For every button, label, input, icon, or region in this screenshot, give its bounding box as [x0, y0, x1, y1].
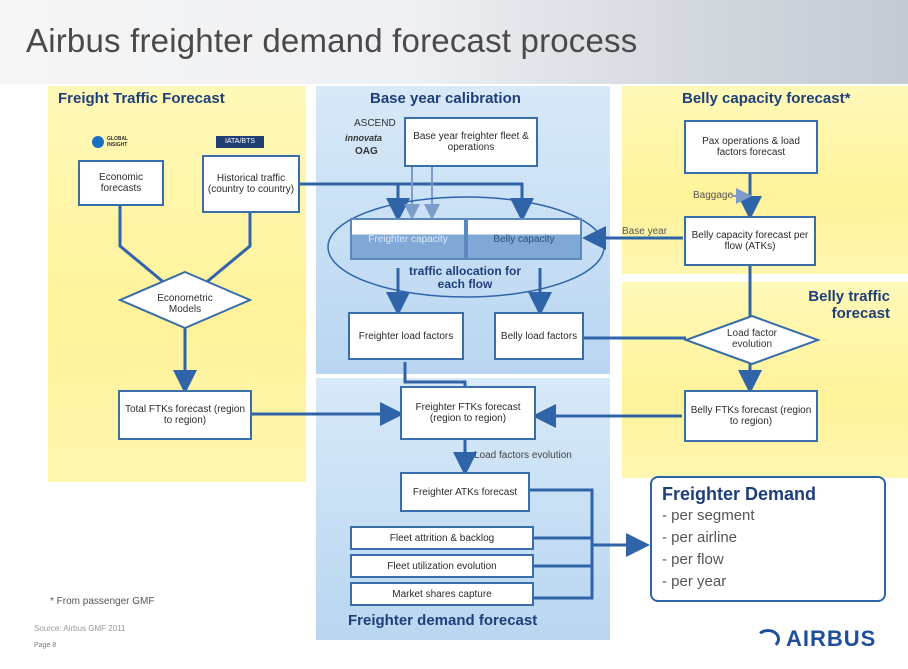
page-number: Page 8: [34, 642, 57, 649]
source-note: Source: Airbus GMF 2011: [34, 624, 126, 633]
airbus-swirl-icon: [756, 629, 780, 649]
global-insight-logo: GLOBAL INSIGHT: [92, 135, 154, 149]
econometric-diamond: [117, 270, 253, 330]
allocation-ellipse: [327, 196, 605, 298]
demand-item: - per year: [662, 573, 727, 590]
market-shares-box: Market shares capture: [350, 582, 534, 606]
belly-traffic-header: Belly traffic forecast: [808, 288, 890, 322]
belly-capacity-flow-box: Belly capacity forecast per flow (ATKs): [684, 216, 816, 266]
bracket-connector: [530, 488, 594, 600]
global-insight-text: GLOBAL INSIGHT: [107, 136, 129, 148]
freighter-demand-forecast-header: Freighter demand forecast: [348, 612, 538, 629]
base-year-header: Base year calibration: [370, 90, 521, 107]
freight-traffic-header: Freight Traffic Forecast: [58, 90, 225, 107]
fleet-utilization-box: Fleet utilization evolution: [350, 554, 534, 578]
freighter-demand-list: - per segment - per airline - per flow -…: [662, 505, 874, 593]
page-title: Airbus freighter demand forecast process: [26, 22, 638, 59]
belly-ftks-box: Belly FTKs forecast (region to region): [684, 390, 818, 442]
total-ftks-box: Total FTKs forecast (region to region): [118, 390, 252, 440]
demand-item: - per airline: [662, 529, 738, 546]
fleet-attrition-box: Fleet attrition & backlog: [350, 526, 534, 550]
footnote: * From passenger GMF: [50, 596, 155, 607]
demand-item: - per segment: [662, 507, 755, 524]
freighter-demand-title: Freighter Demand: [662, 484, 817, 504]
freighter-load-factors-box: Freighter load factors: [348, 312, 464, 360]
airbus-wordmark: AIRBUS: [786, 626, 877, 651]
globe-icon: [92, 136, 104, 148]
belly-capacity-header: Belly capacity forecast*: [682, 90, 851, 107]
freighter-ftks-box: Freighter FTKs forecast (region to regio…: [400, 386, 536, 440]
historical-traffic-box: Historical traffic (country to country): [202, 155, 300, 213]
ascend-logo: ASCEND: [354, 118, 396, 129]
pax-operations-box: Pax operations & load factors forecast: [684, 120, 818, 174]
freighter-capacity-box: Freighter capacity: [350, 218, 466, 260]
innovata-logo: innovata: [345, 133, 383, 143]
belly-load-factors-box: Belly load factors: [494, 312, 584, 360]
belly-capacity-box: Belly capacity: [466, 218, 582, 260]
traffic-data-logo: IATA/BTS: [216, 136, 264, 148]
economic-forecasts-box: Economic forecasts: [78, 160, 164, 206]
historical-to-allocation-arrow: [300, 182, 534, 222]
belly-traffic-panel: [622, 282, 908, 478]
load-factor-diamond: [683, 314, 821, 366]
oag-logo: OAG: [355, 146, 378, 157]
freighter-demand-box: Freighter Demand - per segment - per air…: [650, 476, 886, 602]
title-bar: [0, 0, 908, 84]
load-factor-evolution-label: Load factor evolution: [726, 328, 778, 350]
econometric-models-label: Econometric Models: [157, 293, 213, 315]
load-factors-evolution-label: Load factors evolution: [474, 450, 572, 461]
baggage-label: Baggage: [693, 190, 734, 201]
freighter-atks-box: Freighter ATKs forecast: [400, 472, 530, 512]
base-year-label: Base year: [622, 226, 668, 237]
traffic-allocation-label: traffic allocation for each flow: [408, 264, 521, 291]
base-year-fleet-box: Base year freighter fleet & operations: [404, 117, 538, 167]
demand-item: - per flow: [662, 551, 724, 568]
airbus-logo: AIRBUS: [756, 626, 876, 652]
